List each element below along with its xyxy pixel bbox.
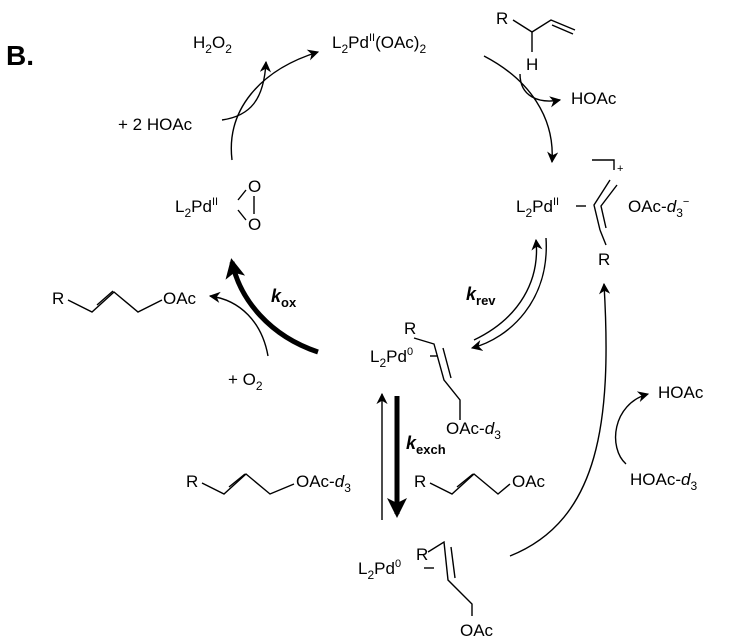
pd-oac2-label: L2PdII(OAc)2 [332, 32, 426, 56]
svg-text:L2Pd0: L2Pd0 [370, 346, 413, 370]
k-rev-label: krev [466, 284, 496, 308]
svg-text:R: R [598, 250, 610, 269]
pd0-allyl-complex: R L2Pd0 OAc [358, 540, 494, 640]
k-ox-label: kox [271, 286, 297, 310]
svg-text:L2Pd0: L2Pd0 [358, 558, 401, 582]
svg-text:R: R [496, 9, 508, 28]
svg-text:R: R [52, 289, 64, 308]
hoac-d3-label: HOAc-d3 [630, 470, 697, 493]
allyl-acetate-product: R OAc [52, 289, 197, 313]
arrow-peroxo-to-pdoac2 [230, 49, 320, 161]
svg-text:R: R [186, 472, 198, 491]
plus-2-hoac-label: + 2 HOAc [118, 115, 193, 134]
arrow-pd0-to-allyl-long [509, 282, 611, 557]
svg-text:OAc-d3: OAc-d3 [446, 419, 501, 442]
pd-allyl-complex: L2PdII + R OAc-d3− [516, 159, 689, 269]
arrow-allyl-to-pd0 [470, 237, 547, 351]
hoac-top-label: HOAc [571, 89, 617, 108]
svg-text:L2PdII: L2PdII [175, 196, 218, 220]
h2o2-label: H2O2 [193, 33, 232, 56]
arrow-hoac-exchange [614, 391, 650, 465]
panel-label: B. [6, 40, 34, 71]
arrow-pdoac2-to-allyl [483, 55, 559, 164]
allyl-substrate-structure: R H [496, 9, 576, 74]
svg-text:OAc-d3: OAc-d3 [296, 472, 351, 495]
arrow-hoac-release [519, 73, 562, 108]
arrow-h2o2-release [221, 60, 272, 121]
svg-text:R: R [414, 472, 426, 491]
allyl-acetate: R OAc [414, 472, 546, 495]
pd0-allyl-d3-complex: R L2Pd0 OAc-d3 [370, 319, 501, 442]
pd-peroxo-complex: L2PdII O O [175, 177, 261, 234]
hoac-right-label: HOAc [658, 383, 704, 402]
k-exch-label: kexch [406, 433, 446, 457]
arrow-oxidation-bold [225, 258, 319, 355]
svg-text:+: + [617, 163, 623, 175]
svg-text:O: O [248, 215, 261, 234]
svg-text:OAc: OAc [512, 472, 546, 491]
plus-o2-label: + O2 [228, 370, 263, 393]
arrow-product-release [208, 291, 269, 357]
svg-text:L2PdII: L2PdII [516, 196, 559, 220]
svg-text:OAc: OAc [163, 289, 197, 308]
svg-text:R: R [404, 319, 416, 338]
svg-text:OAc: OAc [460, 621, 494, 640]
arrow-pd0-to-allyl [473, 238, 543, 341]
svg-text:H: H [526, 55, 538, 74]
svg-text:OAc-d3−: OAc-d3− [628, 196, 689, 220]
svg-text:R: R [416, 545, 428, 564]
svg-text:O: O [248, 177, 261, 196]
allyl-acetate-d3: R OAc-d3 [186, 472, 351, 495]
